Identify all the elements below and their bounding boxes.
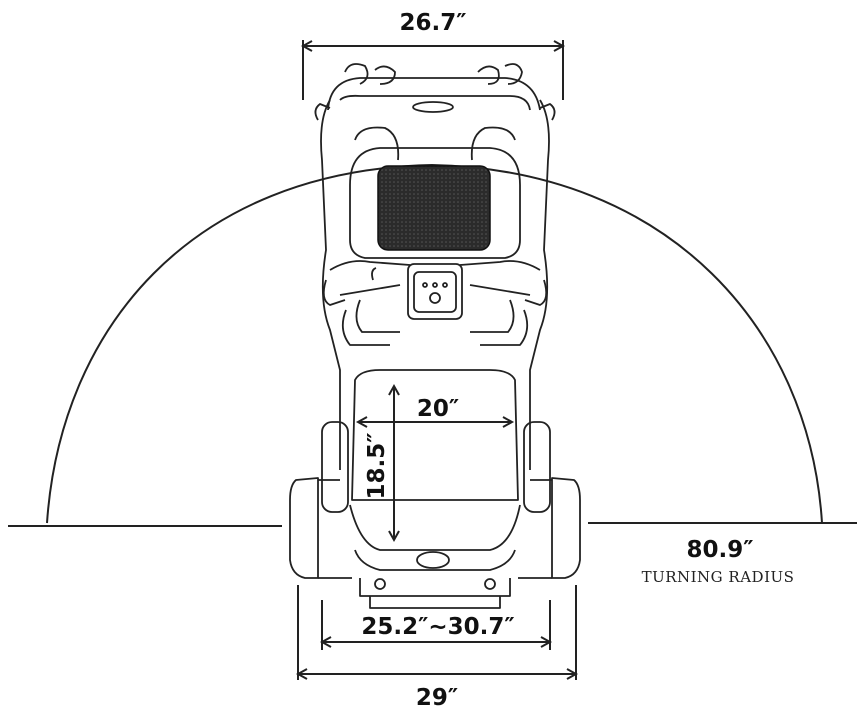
turning-radius-caption: TURNING RADIUS	[642, 568, 795, 586]
base-width-label: 29″	[416, 685, 458, 711]
turning-radius-value: 80.9″	[686, 537, 753, 563]
armrest-width-label: 25.2″~30.7″	[361, 614, 514, 640]
seat-back	[377, 165, 491, 251]
seat-width-label: 20″	[417, 396, 459, 422]
armrest-width-dimension	[319, 600, 553, 650]
overall-width-label: 26.7″	[399, 10, 466, 36]
seat-depth-dimension	[388, 383, 400, 543]
overall-width-dimension	[300, 40, 566, 100]
scooter-outline	[289, 63, 581, 609]
base-width-dimension	[295, 585, 579, 680]
seat-width-dimension	[355, 416, 515, 428]
seat-depth-label: 18.5″	[364, 432, 390, 499]
turning-radius-arc	[46, 163, 823, 524]
